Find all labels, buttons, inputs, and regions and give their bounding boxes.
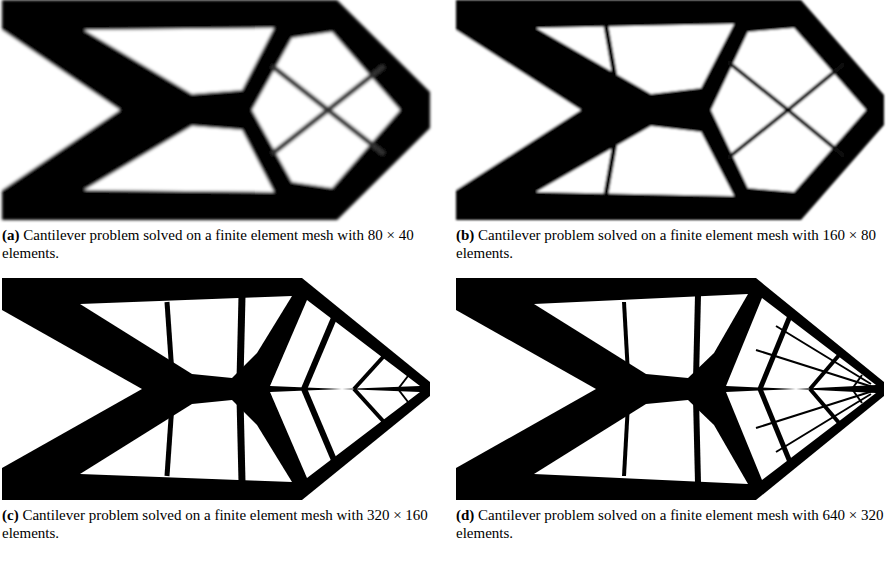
- figure-caption: (c) Cantilever problem solved on a finit…: [2, 506, 430, 542]
- cantilever-design-d: [456, 278, 884, 500]
- figure-caption: (d) Cantilever problem solved on a finit…: [456, 506, 884, 542]
- subfigure-letter: (a): [2, 227, 20, 243]
- cantilever-design-b: [456, 0, 884, 220]
- subfigure-letter: (d): [456, 507, 474, 523]
- figure-caption: (a) Cantilever problem solved on a finit…: [2, 226, 430, 262]
- caption-body: Cantilever problem solved on a finite el…: [456, 507, 884, 541]
- cantilever-design-a: [2, 0, 430, 220]
- cantilever-design-c: [2, 278, 430, 500]
- caption-body: Cantilever problem solved on a finite el…: [2, 507, 428, 541]
- caption-body: Cantilever problem solved on a finite el…: [2, 227, 414, 261]
- caption-body: Cantilever problem solved on a finite el…: [456, 227, 876, 261]
- figure-caption: (b) Cantilever problem solved on a finit…: [456, 226, 884, 262]
- subfigure-letter: (b): [456, 227, 474, 243]
- subfigure-letter: (c): [2, 507, 19, 523]
